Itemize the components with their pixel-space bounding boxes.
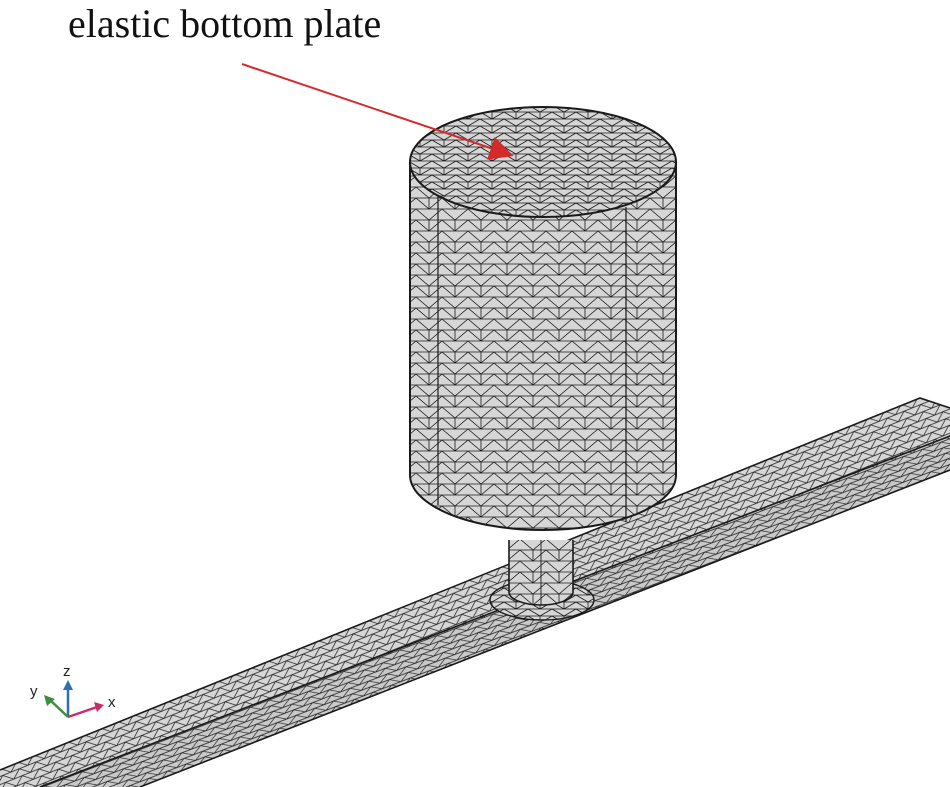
y-axis-label: y xyxy=(30,683,38,700)
neck-cylinder xyxy=(508,540,574,606)
x-axis-label: x xyxy=(108,694,116,711)
annotation-label: elastic bottom plate xyxy=(68,1,381,46)
cylinder-side-face xyxy=(410,162,676,530)
annotation: elastic bottom plate xyxy=(68,1,514,160)
y-axis-icon xyxy=(49,699,69,718)
main-cylinder xyxy=(409,106,677,531)
red-arrow-icon xyxy=(241,63,514,160)
z-axis-label: z xyxy=(63,663,71,680)
xyz-triad-icon: z y x xyxy=(30,663,116,719)
elastic-bottom-plate xyxy=(410,107,676,217)
x-axis-icon xyxy=(67,705,98,719)
